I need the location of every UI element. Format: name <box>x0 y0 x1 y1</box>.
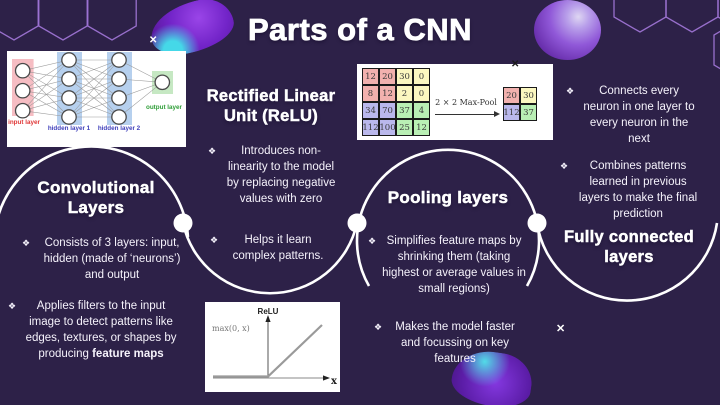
maxpool-arrowhead-icon <box>494 111 500 117</box>
sparkle-x-icon: ✕ <box>149 35 158 46</box>
maxpool-cell: 100 <box>379 119 396 136</box>
diamond-bullet-icon: ❖ <box>566 86 575 96</box>
maxpool-result-grid: 20 30 112 37 <box>503 87 537 121</box>
bullet-item: ❖ Makes the model faster and focussing o… <box>374 319 522 367</box>
maxpool-cell: 12 <box>413 119 430 136</box>
bullet-item: ❖ Applies filters to the input image to … <box>8 298 180 362</box>
maxpool-cell: 2 <box>396 85 413 102</box>
heading-pooling-layers: Pooling layers <box>387 188 509 208</box>
nn-lines <box>22 59 163 118</box>
maxpool-cell: 25 <box>396 119 413 136</box>
bullet-text: Applies filters to the input image to de… <box>22 298 180 362</box>
bullet-text-bold: feature maps <box>92 348 164 361</box>
maxpool-cell: 12 <box>362 68 379 85</box>
bullet-item: ❖ Introduces non-linearity to the model … <box>208 143 340 207</box>
maxpool-cell: 12 <box>379 85 396 102</box>
maxpool-cell: 112 <box>362 119 379 136</box>
bullet-item: ❖ Connects every neuron in one layer to … <box>566 83 698 147</box>
maxpool-cell: 34 <box>362 102 379 119</box>
heading-convolutional-layers: Convolutional Layers <box>37 178 155 218</box>
bullet-item: ❖ Simplifies feature maps by shrinking t… <box>368 233 526 297</box>
diamond-bullet-icon: ❖ <box>368 236 377 246</box>
diamond-bullet-icon: ❖ <box>560 161 569 171</box>
maxpool-cell: 0 <box>413 68 430 85</box>
maxpool-result-cell: 30 <box>520 87 537 104</box>
bullet-item: ❖ Combines patterns learned in previous … <box>560 158 702 222</box>
maxpool-cell: 30 <box>396 68 413 85</box>
bullet-text: Consists of 3 layers: input, hidden (mad… <box>43 237 181 282</box>
nn-nodes <box>14 52 171 125</box>
bullet-text: Makes the model faster and focussing on … <box>395 321 515 366</box>
neural-network-diagram-image: input layer hidden layer 1 hidden layer … <box>7 51 186 147</box>
diamond-bullet-icon: ❖ <box>208 146 217 156</box>
maxpool-cell: 37 <box>396 102 413 119</box>
hidden-layer1-label: hidden layer 1 <box>48 125 91 132</box>
output-layer-label: output layer <box>146 104 183 111</box>
diamond-bullet-icon: ❖ <box>8 301 17 311</box>
bullet-text: Combines patterns learned in previous la… <box>578 160 698 221</box>
maxpool-cell: 70 <box>379 102 396 119</box>
maxpool-result-cell: 112 <box>503 104 520 121</box>
maxpool-cell: 4 <box>413 102 430 119</box>
relu-graph-image: ReLU max(0, x) x <box>205 302 340 392</box>
maxpool-result-cell: 20 <box>503 87 520 104</box>
maxpool-result-cell: 37 <box>520 104 537 121</box>
diamond-bullet-icon: ❖ <box>374 322 383 332</box>
maxpool-cell: 8 <box>362 85 379 102</box>
bullet-text: Connects every neuron in one layer to ev… <box>583 85 695 146</box>
page-title: Parts of a CNN <box>247 12 473 48</box>
bullet-item: ❖ Helps it learn complex patterns. <box>210 232 332 264</box>
relu-function-line <box>213 324 323 378</box>
heading-fully-connected-layers: Fully connected layers <box>563 228 695 266</box>
relu-graph-ylabel: max(0, x) <box>212 324 250 333</box>
input-layer-label: input layer <box>8 119 40 126</box>
diamond-bullet-icon: ❖ <box>22 238 31 248</box>
sparkle-x-icon: ✕ <box>556 323 566 335</box>
sparkle-x-icon: ✕ <box>511 59 520 70</box>
maxpool-input-grid: 12 20 30 0 8 12 2 0 34 70 37 4 112 100 2… <box>362 68 430 136</box>
bullet-text: Helps it learn complex patterns. <box>232 234 324 263</box>
heading-relu: Rectified Linear Unit (ReLU) <box>206 87 336 125</box>
relu-graph-title: ReLU <box>257 307 279 316</box>
maxpool-cell: 20 <box>379 68 396 85</box>
bullet-text-plain: Applies filters to the input image to de… <box>25 300 177 361</box>
hidden-layer2-label: hidden layer 2 <box>98 125 141 132</box>
bullet-text: Simplifies feature maps by shrinking the… <box>382 235 526 296</box>
chain-dots <box>173 213 547 233</box>
bullet-text: Introduces non-linearity to the model by… <box>226 145 336 206</box>
maxpool-arrow <box>435 114 495 115</box>
gradient-sphere-top-right <box>534 0 601 60</box>
maxpool-diagram-image: 12 20 30 0 8 12 2 0 34 70 37 4 112 100 2… <box>357 64 553 140</box>
maxpool-arrow-label: 2 × 2 Max-Pool <box>435 98 497 107</box>
relu-graph-xlabel: x <box>331 376 337 387</box>
diamond-bullet-icon: ❖ <box>210 235 219 245</box>
bullet-item: ❖ Consists of 3 layers: input, hidden (m… <box>22 235 188 283</box>
maxpool-cell: 0 <box>413 85 430 102</box>
